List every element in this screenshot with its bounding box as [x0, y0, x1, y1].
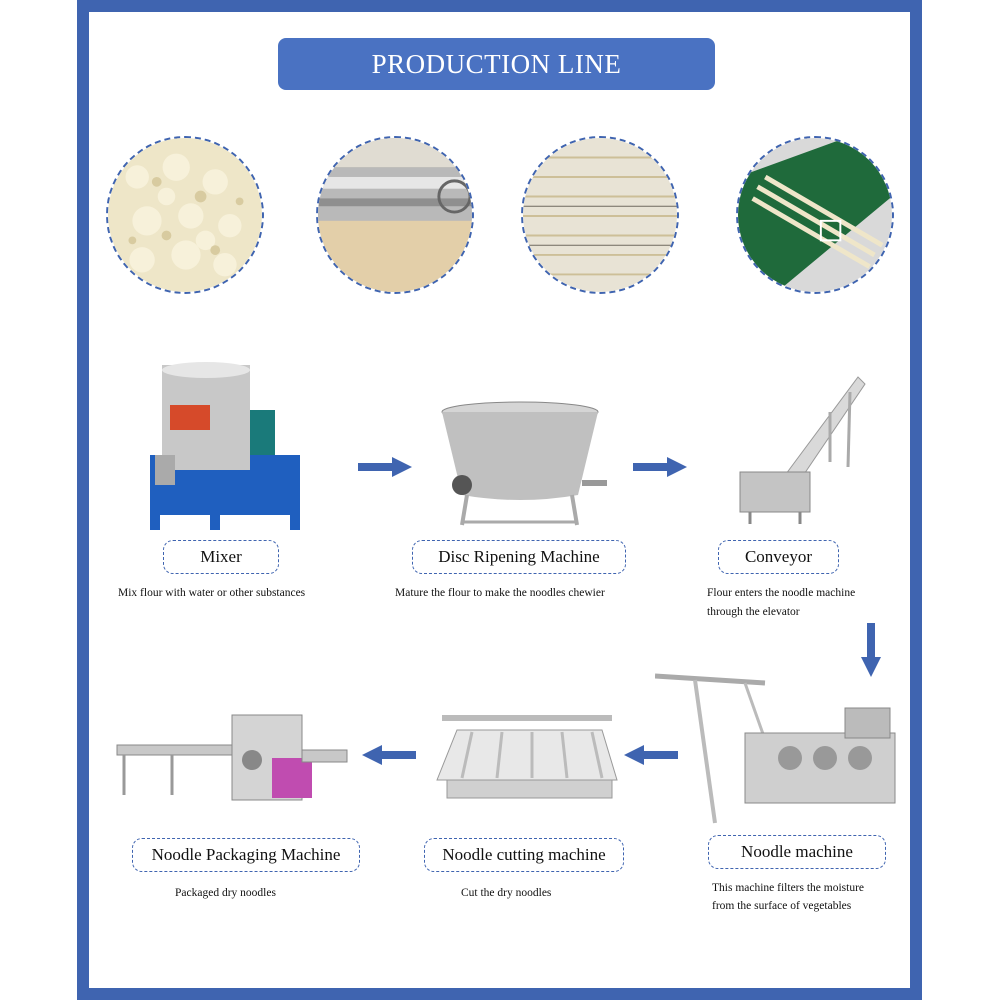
- dough-sheet-roller-photo: [316, 136, 474, 294]
- page-title: PRODUCTION LINE: [278, 38, 715, 90]
- noodle-machine-desc-line2: from the surface of vegetables: [712, 900, 852, 912]
- noodle-machine-image: [655, 668, 905, 828]
- noodle-cutting-machine-desc: Cut the dry noodles: [461, 887, 552, 899]
- noodle-cutting-machine-image: [432, 710, 622, 805]
- flour-crumbs-photo: [106, 136, 264, 294]
- noodle-bundles-conveyor-photo: [736, 136, 894, 294]
- arrow-left-icon: [624, 745, 678, 770]
- noodle-packaging-machine-label: Noodle Packaging Machine: [132, 838, 360, 872]
- hanging-noodles-photo: [521, 136, 679, 294]
- conveyor-image: [730, 372, 870, 527]
- noodle-machine-desc-line1: This machine filters the moisture: [712, 882, 865, 894]
- noodle-machine-label: Noodle machine: [708, 835, 886, 869]
- arrow-left-icon: [362, 745, 416, 770]
- noodle-cutting-machine-label: Noodle cutting machine: [424, 838, 624, 872]
- conveyor-desc-line2: through the elevator: [707, 606, 800, 618]
- arrow-down-icon: [861, 623, 881, 682]
- conveyor-label: Conveyor: [718, 540, 839, 574]
- mixer-label: Mixer: [163, 540, 279, 574]
- arrow-right-icon: [633, 457, 687, 482]
- disc-ripening-machine-desc: Mature the flour to make the noodles che…: [395, 587, 605, 599]
- mixer-image: [140, 360, 310, 535]
- page-frame: [77, 0, 922, 1000]
- noodle-packaging-machine-image: [112, 710, 352, 815]
- disc-ripening-machine-image: [432, 400, 617, 530]
- noodle-packaging-machine-desc: Packaged dry noodles: [175, 887, 276, 899]
- arrow-right-icon: [358, 457, 412, 482]
- mixer-desc: Mix flour with water or other substances: [118, 587, 306, 599]
- disc-ripening-machine-label: Disc Ripening Machine: [412, 540, 626, 574]
- conveyor-desc-line1: Flour enters the noodle machine: [707, 587, 856, 599]
